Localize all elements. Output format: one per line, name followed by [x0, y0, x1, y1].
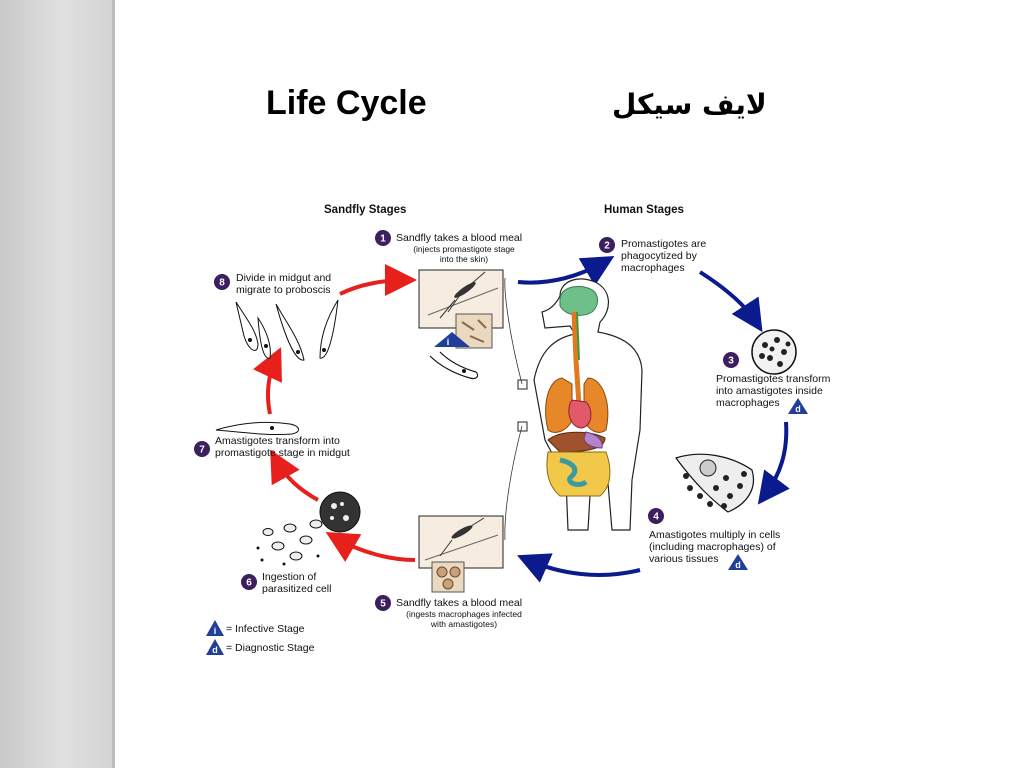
step-5-text-line: Sandfly takes a blood meal	[396, 597, 522, 609]
step-1-number: 1	[380, 234, 386, 245]
step-3-number: 3	[728, 356, 734, 367]
step-8-number: 8	[219, 278, 225, 289]
step-3-text-line: into amastigotes inside	[716, 385, 823, 397]
human-stages-header: Human Stages	[604, 204, 684, 216]
arrow-7-to-8	[253, 347, 282, 415]
step-7: 7 Amastigotes transform intopromastigote …	[194, 435, 350, 459]
legend-infective-icon	[206, 620, 224, 636]
svg-text:d: d	[735, 560, 741, 570]
ingested-parasitized-cells	[256, 491, 361, 566]
dividing-promastigotes	[235, 299, 339, 361]
step-2-text-line: Promastigotes are	[621, 238, 706, 250]
step-2-number-badge	[599, 237, 615, 253]
arrow-2-to-3	[698, 270, 763, 333]
step-2-text-line: phagocytized by	[621, 250, 698, 262]
slide-title-arabic: لايف سيكل	[612, 88, 767, 121]
step-6-text-line: parasitized cell	[262, 583, 331, 595]
step-1-text-line: Sandfly takes a blood meal	[396, 232, 522, 244]
step-3-text-line: macrophages	[716, 397, 780, 409]
sandfly-feeding-illustration-top: i	[418, 269, 504, 380]
step-2-text-line: macrophages	[621, 262, 685, 274]
step-5-number: 5	[380, 599, 386, 610]
stage-legend: i = Infective Stage d = Diagnostic Stage	[206, 620, 315, 655]
human-body-illustration	[504, 277, 643, 541]
step-5-subtext-line: (ingests macrophages infected	[406, 609, 522, 619]
step-4-text-line: Amastigotes multiply in cells	[649, 529, 780, 541]
step-8-text-line: migrate to proboscis	[236, 284, 331, 296]
step-6-number-badge	[241, 574, 257, 590]
inset-marker-upper	[517, 379, 528, 390]
step-1: 1 Sandfly takes a blood meal(injects prom…	[375, 230, 522, 264]
side-band	[0, 0, 112, 768]
slide-title: Life Cycle	[266, 84, 427, 122]
svg-text:i: i	[447, 337, 450, 347]
legend-diagnostic-label: = Diagnostic Stage	[226, 642, 315, 654]
step-1-number-badge	[375, 230, 391, 246]
sandfly-stages-header: Sandfly Stages	[324, 204, 406, 216]
legend-diagnostic-symbol: d	[212, 645, 218, 655]
sandfly-feeding-illustration-bottom	[418, 515, 504, 593]
step-2-number: 2	[604, 241, 610, 252]
step-5-subtext-line: with amastigotes)	[430, 619, 497, 629]
arrow-1-to-2	[517, 255, 615, 286]
step-7-number-badge	[194, 441, 210, 457]
macrophage-with-amastigotes	[751, 329, 797, 375]
infective-stage-icon	[434, 332, 470, 347]
step-4-number: 4	[653, 512, 659, 523]
diagnostic-stage-icon-4: d	[728, 554, 748, 570]
step-7-text-line: promastigote stage in midgut	[215, 447, 350, 459]
step-8-text-line: Divide in midgut and	[236, 272, 331, 284]
step-4-text-line: (including macrophages) of	[649, 541, 776, 553]
step-5: 5 Sandfly takes a blood meal(ingests macr…	[375, 595, 522, 629]
svg-text:d: d	[795, 404, 801, 414]
step-1-subtext-line: into the skin)	[440, 254, 488, 264]
arrow-4-to-5	[517, 553, 641, 583]
step-6-number: 6	[246, 578, 252, 589]
arrow-5-to-6	[325, 531, 416, 562]
step-3-text-line: Promastigotes transform	[716, 373, 831, 385]
step-3-number-badge	[723, 352, 739, 368]
infected-tissue-cells	[675, 453, 754, 513]
legend-infective-label: = Infective Stage	[226, 623, 305, 635]
inset-marker-lower	[517, 421, 528, 432]
step-4-number-badge	[648, 508, 664, 524]
legend-infective-symbol: i	[214, 626, 217, 636]
step-5-number-badge	[375, 595, 391, 611]
diagnostic-stage-icon-3: d	[788, 398, 808, 414]
step-4-text-line: various tissues	[649, 553, 718, 565]
step-6-text-line: Ingestion of	[262, 571, 316, 583]
step-1-subtext-line: (injects promastigote stage	[413, 244, 515, 254]
arrow-6-to-7	[270, 449, 319, 502]
step-7-text-line: Amastigotes transform into	[215, 435, 340, 447]
human-cycle-arrows	[517, 255, 790, 583]
side-band-edge	[112, 0, 115, 768]
promastigote-in-midgut	[215, 421, 299, 436]
arrow-3-to-4	[757, 421, 790, 505]
arrow-8-to-1	[339, 264, 417, 297]
step-8-number-badge	[214, 274, 230, 290]
sandfly-cycle-arrows	[253, 264, 417, 562]
legend-diagnostic-icon	[206, 639, 224, 655]
step-7-number: 7	[199, 445, 205, 456]
